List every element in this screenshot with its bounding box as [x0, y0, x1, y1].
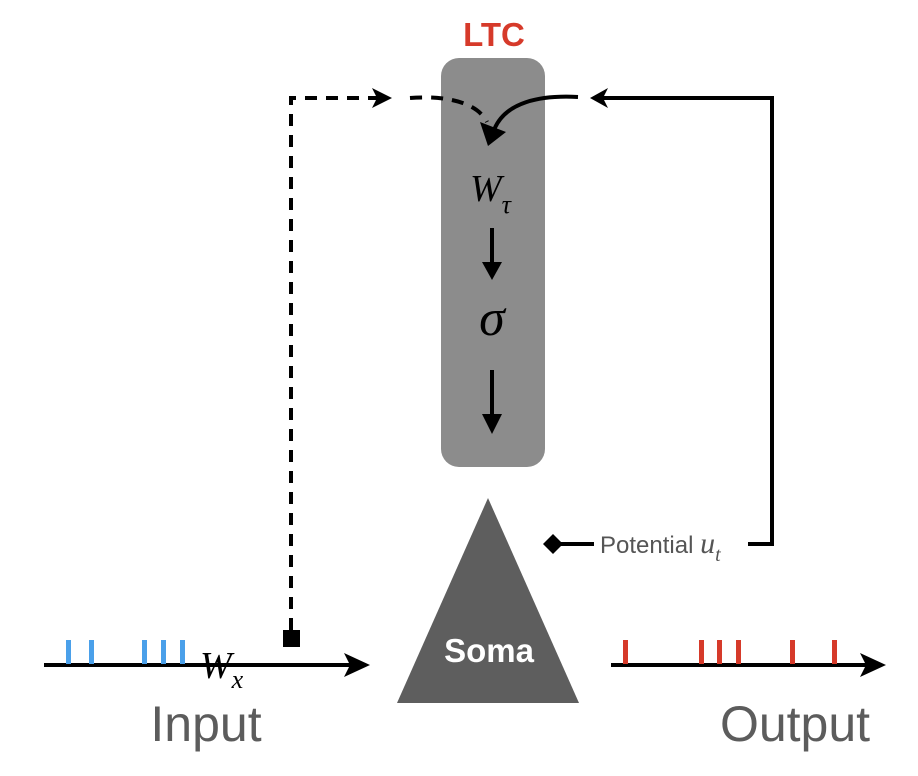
output-label: Output — [720, 696, 870, 752]
output-spike — [717, 640, 722, 664]
ltc-arrow-head-2 — [482, 414, 502, 434]
input-label: Input — [150, 696, 261, 752]
output-spikes — [623, 640, 837, 664]
ltc-arrow-head-1 — [482, 262, 502, 280]
input-dashed-curve — [409, 95, 489, 124]
input-weight-sub: x — [231, 665, 244, 694]
input-spike — [161, 640, 166, 664]
output-spike — [790, 640, 795, 664]
output-spike — [623, 640, 628, 664]
output-arrowhead — [860, 653, 886, 677]
ltc-activation-label: σ — [479, 290, 507, 347]
output-spike — [832, 640, 837, 664]
feedback-curve — [492, 94, 579, 131]
output-spike — [699, 640, 704, 664]
input-spike — [180, 640, 185, 664]
potential-text: Potential — [600, 532, 700, 559]
soma-label: Soma — [444, 632, 535, 669]
soma-triangle — [397, 498, 579, 703]
input-spike — [66, 640, 71, 664]
input-dashed-connection — [289, 96, 378, 630]
input-arrowhead — [344, 653, 370, 677]
input-weight-base: W — [200, 645, 235, 687]
input-spikes — [66, 640, 185, 664]
potential-symbol-base: u — [700, 527, 715, 560]
potential-diamond — [543, 534, 563, 554]
potential-symbol-sub: t — [715, 544, 721, 566]
input-weight-label: Wx — [200, 645, 244, 694]
ltc-weight-sub: τ — [502, 190, 513, 219]
ltc-title: LTC — [463, 16, 525, 53]
feedback-curve-arrowhead — [480, 122, 506, 146]
input-dashed-arrowhead — [372, 88, 392, 108]
ltc-weight-label: Wτ — [470, 168, 513, 219]
input-spike — [142, 640, 147, 664]
input-spike — [89, 640, 94, 664]
potential-label: Potential ut — [600, 527, 721, 566]
feedback-loop-arrowhead — [590, 88, 608, 108]
feedback-loop-line — [598, 96, 774, 546]
output-spike — [736, 640, 741, 664]
input-tap-square — [283, 630, 300, 647]
ltc-weight-base: W — [470, 168, 505, 210]
